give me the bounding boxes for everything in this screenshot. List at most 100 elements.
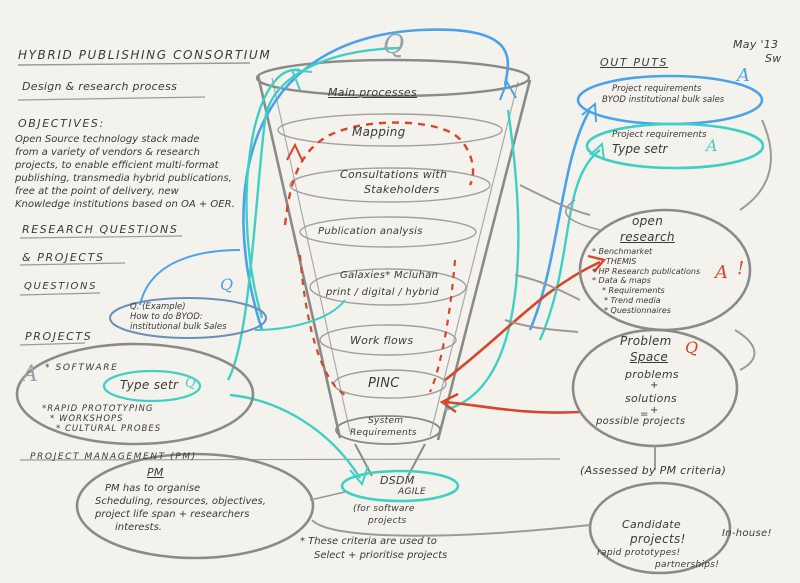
marker-q-typesetr: Q [185, 376, 196, 391]
objectives-line: free at the point of delivery, new [15, 186, 179, 197]
dsdm-sub: AGILE [398, 487, 426, 497]
marker-a-projects: A [22, 362, 38, 387]
date-label: May '13 [733, 38, 779, 51]
pm-line: Scheduling, resources, objectives, [95, 496, 266, 507]
blue-flow-top [242, 28, 510, 331]
problem-line-problems: problems [625, 368, 679, 381]
output-line: Type setr [612, 142, 668, 156]
stage-print-digital-hybrid: print / digital / hybrid [326, 287, 440, 298]
objectives-line: from a variety of vendors & research [15, 147, 200, 158]
marker-q-problem: Q [685, 338, 699, 357]
objectives-text: Open Source technology stack made from a… [15, 133, 235, 211]
candidate-line: Candidate [622, 518, 681, 531]
research-item: * Trend media [604, 295, 661, 305]
pm-shape [75, 452, 315, 560]
output-box-2: Project requirements Type setr [612, 128, 707, 156]
output-line: BYOD institutional bulk sales [602, 95, 725, 105]
projects-item: * WORKSHOPS [50, 414, 124, 424]
projects-shape [15, 342, 255, 446]
projects-heading: PROJECTS [25, 330, 93, 343]
objectives-heading: OBJECTIVES: [18, 117, 105, 130]
question-line: How to do BYOD: [130, 312, 203, 322]
stage-mapping: Mapping [352, 125, 406, 139]
projects-item: * CULTURAL PROBES [56, 424, 162, 434]
main-processes-label: Main processes [328, 86, 417, 99]
assessed-label: (Assessed by PM criteria) [580, 464, 727, 477]
page-subtitle: Design & research process [22, 80, 178, 93]
candidate-partnerships: partnerships! [655, 560, 720, 570]
objectives-line: Knowledge institutions based on OA + OER… [15, 199, 235, 210]
stage-galaxies: Galaxies* Mcluhan [340, 270, 439, 281]
output-line: Project requirements [612, 84, 702, 94]
research-item: * Requirements [602, 286, 665, 296]
research-item: * Benchmarket [592, 247, 653, 256]
projects-subheading: & PROJECTS [22, 251, 105, 264]
problem-line-plus-2: + [650, 405, 659, 416]
pm-text: PM has to organise Scheduling, resources… [95, 482, 266, 534]
projects-list: *RAPID PROTOTYPING * WORKSHOPS * CULTURA… [42, 404, 161, 434]
question-line: institutional bulk Sales [130, 322, 227, 332]
typesetr-label: Type setr [120, 378, 179, 392]
question-example: Q. (Example) How to do BYOD: institution… [130, 302, 227, 332]
marker-a-research: A [715, 262, 728, 283]
dsdm-note-2: projects [368, 516, 407, 526]
research-item: * Questionnaires [604, 305, 671, 315]
marker-q-funnel-top: Q [383, 30, 405, 60]
problem-space-title-2: Space [630, 350, 669, 364]
open-research-list: * Benchmarket THEMIS * HP Research publi… [592, 247, 700, 316]
problem-line-plus: + [650, 380, 659, 391]
candidate-prototypes: rapid prototypes! [597, 548, 681, 558]
pm-line: PM has to organise [105, 483, 201, 494]
questions-heading: QUESTIONS [24, 281, 98, 292]
pm-label: PM [147, 466, 164, 479]
research-item: * Data & maps [592, 276, 651, 286]
output-box-1: Project requirements BYOD institutional … [602, 84, 724, 106]
stage-system: System [368, 416, 404, 426]
pm-line: interests. [115, 522, 162, 533]
question-line: Q. (Example) [130, 302, 186, 312]
marker-a-output-1: A [737, 65, 750, 86]
pm-line: project life span + researchers [95, 509, 250, 520]
stage-requirements: Requirements [350, 428, 417, 438]
criteria-line: * These criteria are used to [300, 536, 437, 547]
pm-heading: PROJECT MANAGEMENT (PM) [30, 452, 197, 462]
stage-workflows: Work flows [350, 334, 414, 347]
output-line: Project requirements [612, 130, 707, 140]
objectives-line: Open Source technology stack made [15, 134, 200, 145]
stage-publication-analysis: Publication analysis [318, 226, 423, 237]
open-research-title-2: research [620, 230, 675, 244]
criteria-line: Select + prioritise projects [314, 550, 448, 561]
research-heading: RESEARCH QUESTIONS [22, 223, 179, 236]
page-title: HYBRID PUBLISHING CONSORTIUM [18, 48, 272, 62]
projects-item: *RAPID PROTOTYPING [42, 404, 154, 414]
software-label: * SOFTWARE [45, 363, 119, 373]
candidate-line-2: projects! [630, 532, 686, 546]
objectives-line: publishing, transmedia hybrid publicatio… [15, 173, 232, 184]
marker-excl-research: ! [737, 258, 745, 279]
candidate-in-house: In-house! [722, 528, 772, 539]
stage-pinc: PINC [368, 376, 400, 391]
research-item: * HP Research publications [592, 266, 701, 276]
research-item: THEMIS [606, 256, 637, 266]
funnel-shape [255, 58, 532, 477]
dsdm-shape [340, 469, 460, 503]
stage-stakeholders: Stakeholders [364, 183, 440, 196]
candidate-shape [588, 481, 732, 575]
initials-label: Sw [765, 52, 782, 65]
dsdm-label: DSDM [380, 474, 415, 487]
problem-line-solutions: solutions [625, 392, 677, 405]
criteria-text: * These criteria are used to Select + pr… [300, 535, 447, 563]
objectives-line: projects, to enable efficient multi-form… [15, 160, 219, 171]
problem-eq: = [640, 409, 649, 420]
outputs-heading: OUT PUTS [600, 56, 669, 69]
marker-q-questions: Q [220, 275, 234, 294]
problem-space-title: Problem [620, 334, 672, 348]
stage-consultations: Consultations with [340, 168, 448, 181]
problem-line-projects: possible projects [596, 416, 686, 427]
dsdm-note: (for software [353, 504, 415, 514]
marker-a-output-2: A [706, 136, 718, 155]
open-research-title: open [632, 214, 664, 228]
red-dashed-loop [283, 121, 475, 226]
